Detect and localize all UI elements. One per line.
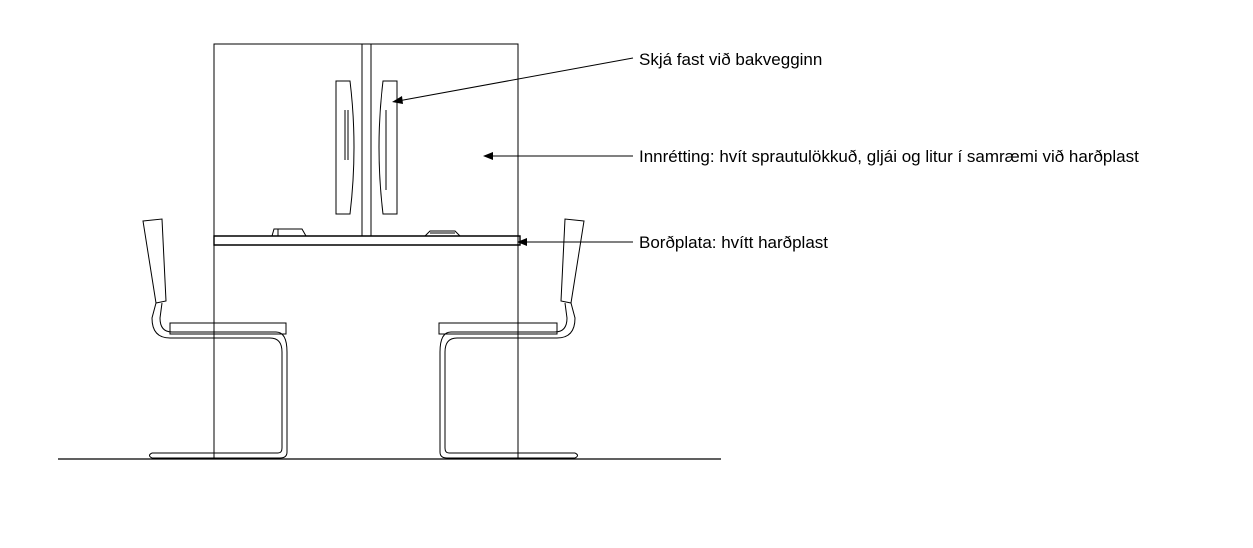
screen-right	[379, 81, 397, 214]
leader-screen	[392, 58, 633, 104]
label-screen: Skjá fast við bakvegginn	[639, 50, 823, 69]
leader-counter	[517, 238, 633, 246]
cabinet-unit	[214, 44, 518, 459]
chair-right	[439, 219, 584, 458]
chair-left	[143, 219, 287, 458]
leader-cabinet	[483, 152, 633, 160]
label-counter: Borðplata: hvítt harðplast	[639, 233, 829, 252]
label-cabinet: Innrétting: hvít sprautulökkuð, gljái og…	[639, 147, 1139, 166]
screen-left	[336, 81, 354, 214]
counter-top	[214, 229, 520, 245]
